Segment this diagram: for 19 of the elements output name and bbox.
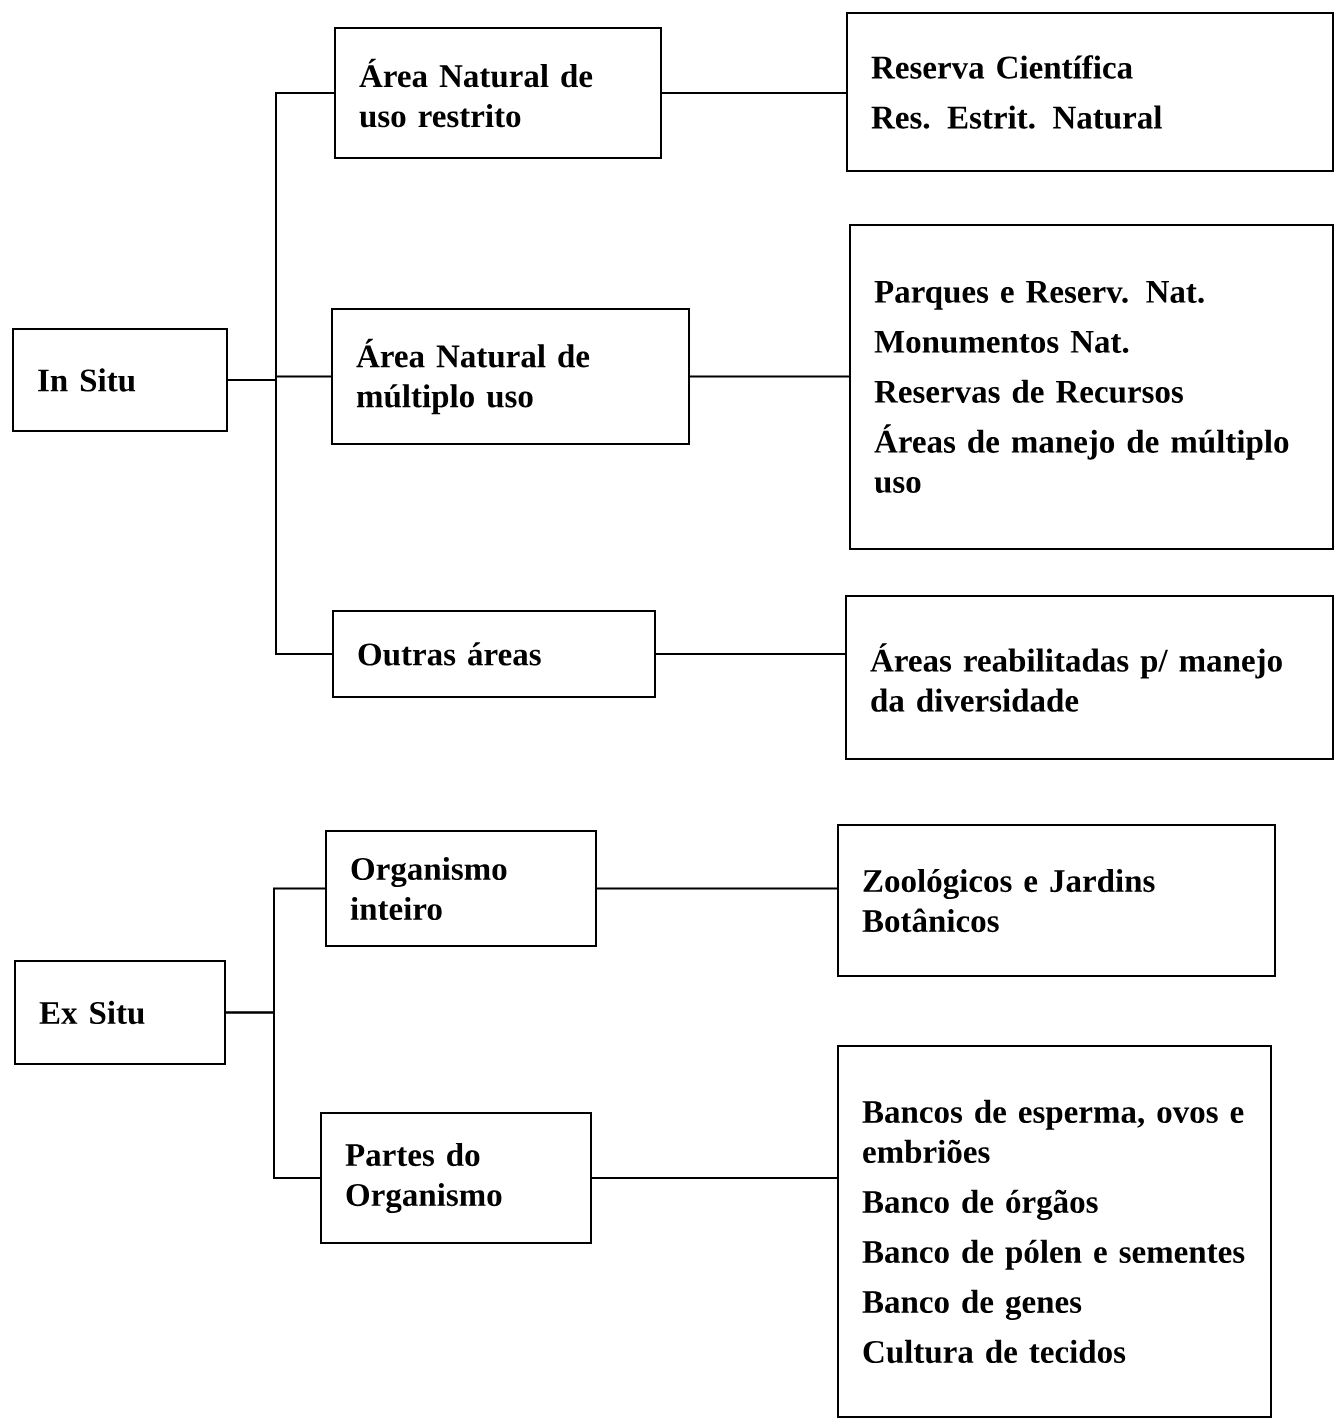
list-box: Zoológicos e Jardins Botânicos [837, 824, 1276, 977]
connector-line [689, 375, 850, 378]
category-box: Organismo inteiro [325, 830, 597, 947]
category-box: Outras áreas [332, 610, 656, 698]
category-box: Área Natural de uso restrito [334, 27, 662, 159]
list-box: Bancos de esperma, ovos e embriões Banco de órgãos Banco de pólen e sementes Banco de genes Cultura de tecidos [837, 1045, 1272, 1418]
connector-line [591, 1177, 838, 1179]
connector-line [596, 887, 838, 890]
list-box: Parques e Reserv. Nat. Monumentos Nat. Reservas de Recursos Áreas de manejo de múltiplo uso [849, 224, 1334, 550]
category-box: Área Natural de múltiplo uso [331, 308, 690, 445]
connector-line [227, 379, 333, 655]
connector-line [225, 1011, 321, 1179]
connector-line [655, 653, 846, 655]
category-box: In Situ [12, 328, 228, 432]
category-box: Ex Situ [14, 960, 226, 1065]
connector-line [661, 92, 847, 94]
list-box: Reserva Científica Res. Estrit. Natural [846, 12, 1334, 172]
category-box: Partes do Organismo [320, 1112, 592, 1244]
list-box: Áreas reabilitadas p/ manejo da diversidade [845, 595, 1334, 760]
